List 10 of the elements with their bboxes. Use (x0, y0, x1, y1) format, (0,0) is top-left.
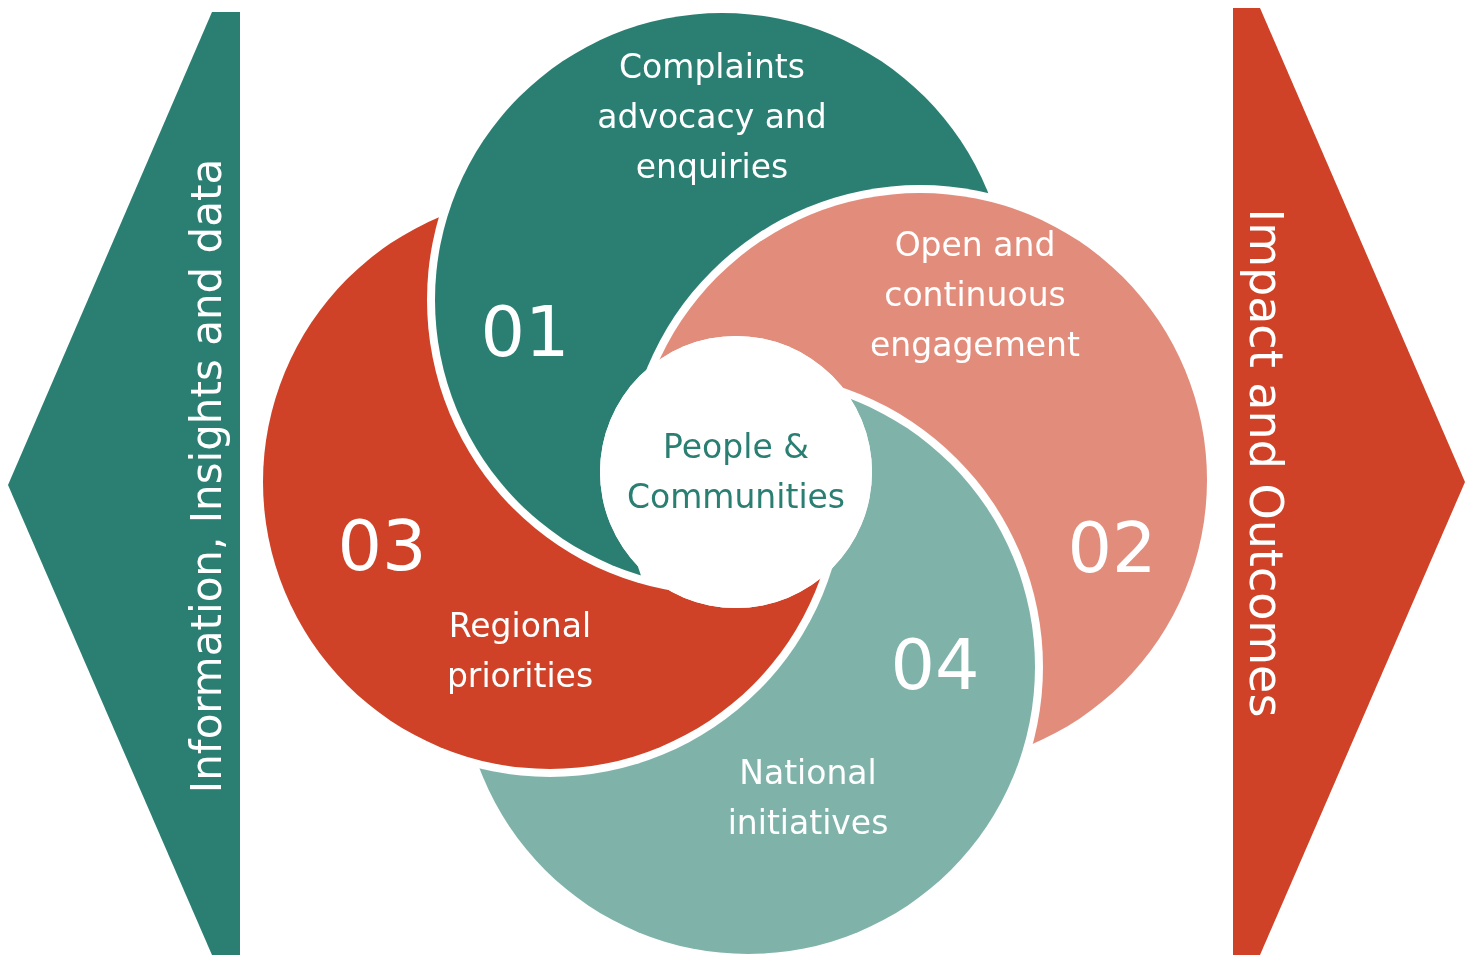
segment-number: 01 (480, 292, 570, 372)
segment-label: Open and continuous engagement (869, 224, 1081, 366)
banner-label: Information, Insights and data (186, 158, 228, 794)
segment-number: 04 (890, 625, 980, 705)
center-label: People & Communities (625, 426, 847, 518)
segment-label: National initiatives (726, 752, 890, 844)
segment-label: Complaints advocacy and enquiries (596, 46, 828, 188)
segment-number: 02 (1067, 508, 1157, 588)
segment-number: 03 (337, 506, 427, 586)
segment-label: Regional priorities (445, 605, 595, 697)
